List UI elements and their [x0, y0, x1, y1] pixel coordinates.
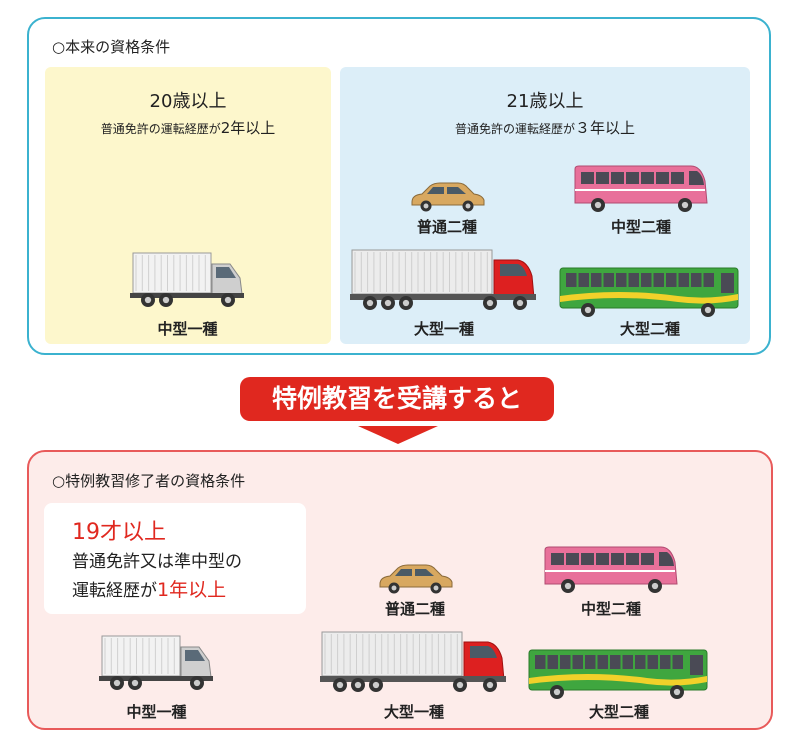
special-line2-prefix: 運転経歴が [72, 581, 157, 601]
right-req-prefix: 普通免許の運転経歴が [454, 122, 575, 136]
left-requirement: 普通免許の運転経歴が2年以上 [45, 117, 331, 138]
large-truck-icon [320, 631, 506, 692]
special-requirement-card [44, 503, 306, 614]
medium-truck-icon [130, 252, 244, 307]
right-age: 21歳以上 [506, 91, 584, 112]
top-large-truck-label: 大型一種 [413, 320, 474, 338]
down-arrow-icon [358, 426, 438, 444]
bus-icon [559, 267, 739, 317]
special-line2-value: 1年以上 [157, 579, 227, 601]
bottom-medium-truck-label: 中型一種 [126, 703, 187, 721]
car-icon [379, 564, 453, 594]
top-bus-label: 大型二種 [619, 320, 680, 338]
right-req-value: ３年以上 [575, 119, 636, 137]
large-truck-icon [350, 249, 536, 310]
special-line2: 運転経歴が1年以上 [72, 575, 226, 602]
original-conditions-title: ○本来の資格条件 [52, 38, 171, 56]
left-req-prefix: 普通免許の運転経歴が [100, 122, 221, 136]
bottom-microbus-label: 中型二種 [580, 600, 641, 618]
bottom-car-label: 普通二種 [384, 600, 445, 618]
bottom-bus-label: 大型二種 [588, 703, 649, 721]
car-icon [411, 182, 485, 212]
bottom-large-truck-label: 大型一種 [383, 703, 444, 721]
right-requirement: 普通免許の運転経歴が３年以上 [340, 117, 750, 138]
special-line1: 普通免許又は準中型の [72, 552, 242, 572]
microbus-icon [574, 165, 708, 212]
special-age: 19才以上 [72, 520, 166, 545]
microbus-icon [544, 546, 678, 593]
top-medium-truck-label: 中型一種 [157, 320, 218, 338]
top-car-label: 普通二種 [416, 218, 477, 236]
left-age: 20歳以上 [149, 91, 227, 112]
special-conditions-title: ○特例教習修了者の資格条件 [52, 472, 246, 490]
special-training-banner: 特例教習を受講すると [240, 377, 554, 421]
bus-icon [528, 649, 708, 699]
top-microbus-label: 中型二種 [610, 218, 671, 236]
medium-truck-icon [99, 635, 213, 690]
left-req-value: 2年以上 [220, 119, 276, 137]
